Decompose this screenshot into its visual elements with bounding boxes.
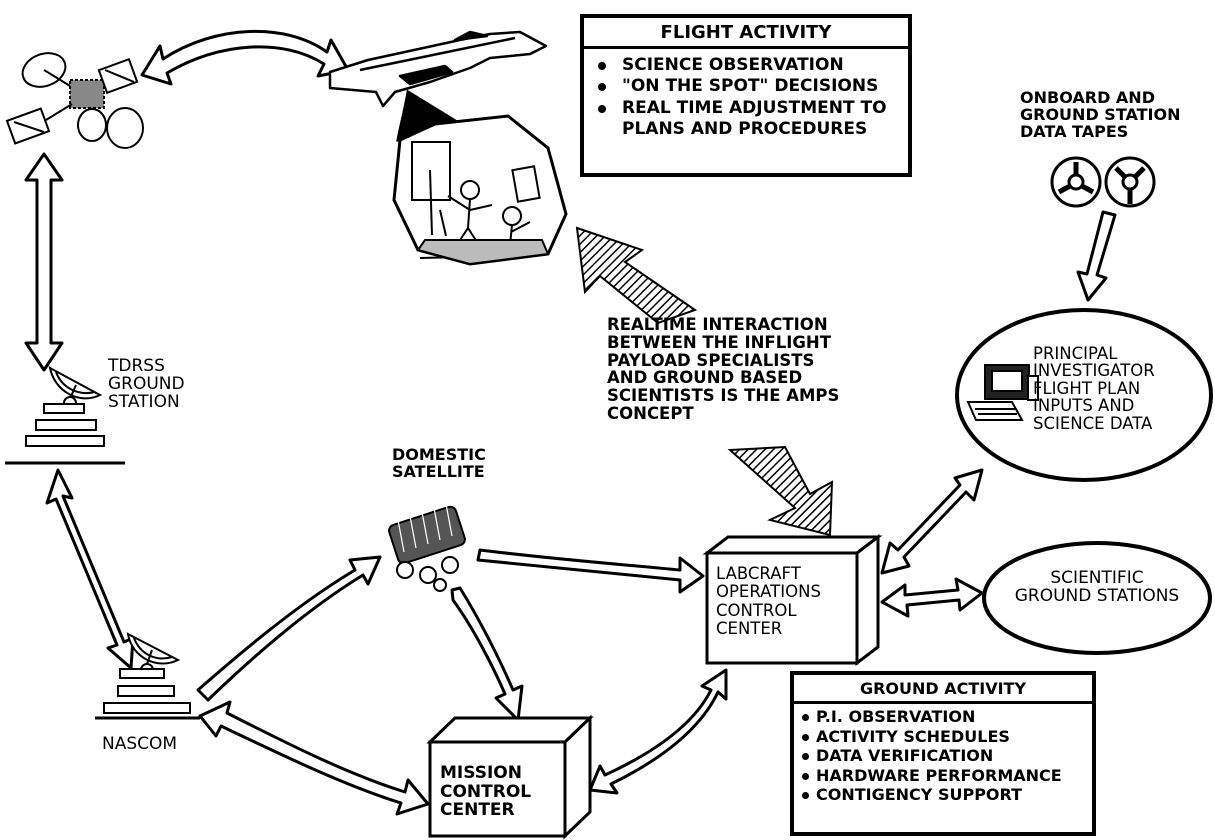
domestic-line: SATELLITE <box>392 461 485 481</box>
pi-line: PRINCIPAL <box>1033 344 1118 363</box>
arrow-nascom-domestic <box>196 555 382 702</box>
mission-line: CENTER <box>440 800 515 821</box>
scientific-line: SCIENTIFIC <box>1050 568 1144 588</box>
nascom-dish-icon <box>95 632 200 720</box>
tdrs-satellite-icon <box>5 52 144 149</box>
arrow-tdrs-shuttle <box>140 29 350 86</box>
tdrss-ground-station-label: TDRSS GROUND STATION <box>108 356 185 412</box>
arrow-domestic-labcraft <box>476 548 705 594</box>
mission-control-box <box>426 714 594 840</box>
arrow-domestic-mission <box>450 586 524 722</box>
flight-activity-title: FLIGHT ACTIVITY <box>584 18 908 49</box>
flight-activity-item: "ON THE SPOT" DECISIONS <box>596 76 898 97</box>
realtime-line: CONCEPT <box>607 404 694 424</box>
hatched-arrow-to-shuttle <box>575 226 698 325</box>
arrow-mission-labcraft <box>588 668 728 795</box>
tdrss-dish-icon <box>5 366 125 465</box>
ground-activity-box: GROUND ACTIVITY P.I. OBSERVATION ACTIVIT… <box>790 671 1096 836</box>
realtime-line: BETWEEN THE INFLIGHT <box>607 332 831 352</box>
labcraft-label: LABCRAFT OPERATIONS CONTROL CENTER <box>716 564 821 639</box>
realtime-line: SCIENTISTS IS THE AMPS <box>607 386 840 406</box>
flight-activity-item: SCIENCE OBSERVATION <box>596 55 898 76</box>
ground-activity-item: ACTIVITY SCHEDULES <box>802 727 1086 747</box>
labcraft-line: LABCRAFT <box>716 564 801 583</box>
flight-activity-item: REAL TIME ADJUSTMENT TO <box>596 98 898 119</box>
mission-line: MISSION <box>440 763 522 783</box>
hatched-arrow-to-labcraft <box>727 445 834 537</box>
domestic-satellite-label: DOMESTIC SATELLITE <box>392 445 486 481</box>
pi-line: SCIENCE DATA <box>1033 413 1153 433</box>
principal-investigator-ellipse <box>955 308 1213 482</box>
tdrss-line: STATION <box>108 391 180 412</box>
realtime-interaction-label: REALTIME INTERACTION BETWEEN THE INFLIGH… <box>607 316 839 423</box>
data-tapes-line: ONBOARD AND <box>1020 88 1155 107</box>
arrow-tapes-pi <box>1076 210 1117 302</box>
data-tapes-line: DATA TAPES <box>1020 121 1129 141</box>
labcraft-line: OPERATIONS <box>716 582 821 602</box>
ground-activity-item: P.I. OBSERVATION <box>802 707 1086 727</box>
pi-line: INPUTS AND <box>1033 396 1135 416</box>
realtime-line: REALTIME INTERACTION <box>607 315 828 334</box>
domestic-satellite-icon <box>388 503 466 592</box>
flight-activity-list: SCIENCE OBSERVATION "ON THE SPOT" DECISI… <box>584 49 908 144</box>
arrow-tdrs-ground <box>24 152 64 372</box>
ground-activity-title: GROUND ACTIVITY <box>794 675 1092 704</box>
ground-activity-item: DATA VERIFICATION <box>802 746 1086 766</box>
mission-control-label: MISSION CONTROL CENTER <box>440 764 531 820</box>
data-tapes-line: GROUND STATION <box>1020 104 1181 124</box>
arrow-labcraft-scientific <box>880 577 984 618</box>
computer-terminal-icon <box>966 364 1039 421</box>
domestic-line: DOMESTIC <box>392 445 486 464</box>
arrow-nascom-mission <box>198 700 430 816</box>
nascom-label: NASCOM <box>102 734 178 754</box>
ground-activity-list: P.I. OBSERVATION ACTIVITY SCHEDULES DATA… <box>794 704 1092 807</box>
realtime-line: AND GROUND BASED <box>607 368 803 388</box>
labcraft-line: CONTROL <box>716 600 797 620</box>
scientific-line: GROUND STATIONS <box>1014 585 1180 606</box>
tdrss-line: TDRSS <box>108 356 165 376</box>
flight-activity-box: FLIGHT ACTIVITY SCIENCE OBSERVATION "ON … <box>580 14 912 177</box>
tdrss-line: GROUND <box>108 373 185 394</box>
arrow-labcraft-pi <box>880 468 984 575</box>
space-shuttle-icon <box>328 30 548 108</box>
principal-investigator-label: PRINCIPAL INVESTIGATOR FLIGHT PLAN INPUT… <box>1033 344 1155 433</box>
arrow-tdrss-nascom <box>45 468 135 670</box>
ground-activity-item: HARDWARE PERFORMANCE <box>802 766 1086 786</box>
realtime-line: PAYLOAD SPECIALISTS <box>607 350 815 370</box>
crew-cabin-view <box>392 89 568 266</box>
pi-line: FLIGHT PLAN <box>1033 378 1141 398</box>
pi-line: INVESTIGATOR <box>1033 361 1155 381</box>
flight-activity-item-continued: PLANS AND PROCEDURES <box>622 118 868 139</box>
labcraft-box <box>702 533 883 667</box>
data-tapes-label: ONBOARD AND GROUND STATION DATA TAPES <box>1020 88 1181 141</box>
data-tape-reels-icon <box>1050 156 1156 208</box>
labcraft-line: CENTER <box>716 619 783 639</box>
mission-line: CONTROL <box>440 781 532 802</box>
scientific-ground-label: SCIENTIFIC GROUND STATIONS <box>1002 568 1192 606</box>
scientific-ground-ellipse <box>982 541 1212 655</box>
ground-activity-item: CONTIGENCY SUPPORT <box>802 785 1086 805</box>
